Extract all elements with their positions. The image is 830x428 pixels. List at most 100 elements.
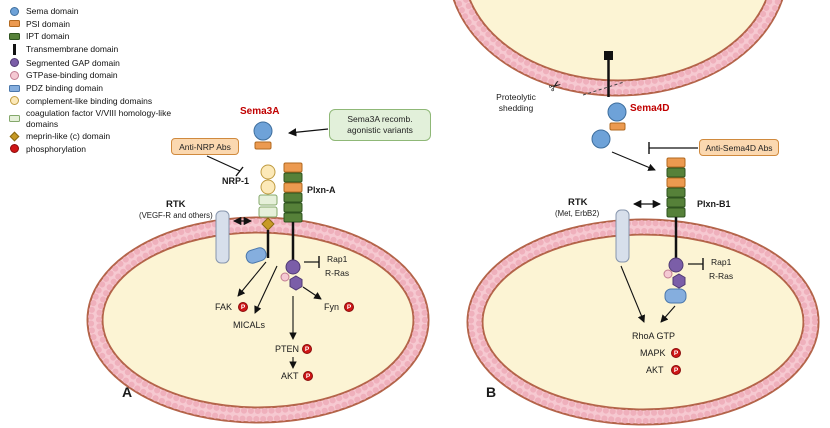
legend-label: meprin-like (c) domain bbox=[26, 131, 111, 142]
agonist-arrow bbox=[287, 128, 329, 137]
nrp1-label: NRP-1 bbox=[222, 176, 250, 186]
membrane-band bbox=[455, 0, 781, 95]
arrow-to-fyn bbox=[302, 286, 322, 300]
sema3a-label: Sema3A bbox=[240, 106, 280, 117]
akt-label-a: AKT bbox=[281, 371, 299, 381]
sema-domain-shape bbox=[607, 102, 627, 122]
gap-domain-hexagon bbox=[672, 273, 686, 289]
legend-item-psi: PSI domain bbox=[8, 19, 186, 29]
membrane-band bbox=[88, 218, 428, 422]
akt-phospho-badge-b: P bbox=[671, 365, 681, 375]
plxn-b1-receptor bbox=[663, 157, 687, 304]
plxn-a-receptor bbox=[280, 162, 303, 291]
rap1-label-a: Rap1 bbox=[327, 254, 348, 264]
plxn-to-rhoa-arrow bbox=[660, 305, 676, 323]
legend: Sema domain PSI domain IPT domain Transm… bbox=[8, 6, 186, 154]
psi-domain-shape bbox=[283, 162, 303, 173]
panel-a-label: A bbox=[122, 384, 133, 400]
psi-domain-icon bbox=[9, 20, 20, 28]
gtpase-domain-icon bbox=[10, 70, 19, 80]
membrane-band bbox=[468, 220, 818, 424]
anti-sema4d-inhibition bbox=[648, 142, 698, 154]
membrane-beads-inner bbox=[476, 228, 810, 416]
legend-label: IPT domain bbox=[26, 31, 70, 42]
cell-b-lower-membrane bbox=[466, 218, 820, 426]
rtk-a-sublabel: (VEGF-R and others) bbox=[139, 211, 213, 220]
membrane-beads-outer bbox=[454, 0, 782, 95]
ipt-domain-shape bbox=[666, 207, 686, 218]
arrow-to-micals bbox=[254, 265, 278, 314]
pdz-domain-shape-b bbox=[664, 288, 687, 304]
legend-item-gap: Segmented GAP domain bbox=[8, 58, 186, 68]
legend-item-transmembrane: Transmembrane domain bbox=[8, 44, 186, 56]
micals-label: MICALs bbox=[233, 320, 266, 330]
rtk-to-rhoa-arrow bbox=[620, 265, 646, 323]
mapk-phospho-badge: P bbox=[671, 348, 681, 358]
legend-label: Segmented GAP domain bbox=[26, 57, 120, 68]
inhibition-line bbox=[206, 155, 241, 172]
sema4d-label: Sema4D bbox=[630, 103, 670, 114]
ipt-domain-icon bbox=[9, 32, 20, 40]
nrp1-receptor bbox=[258, 164, 278, 258]
rras-label-b: R-Ras bbox=[709, 271, 734, 281]
psi-domain-shape bbox=[254, 141, 272, 150]
sema3a-ligand bbox=[253, 121, 273, 150]
legend-label: Sema domain bbox=[26, 6, 79, 16]
sema-domain-shape bbox=[591, 129, 611, 149]
ipt-domain-shape bbox=[283, 202, 303, 213]
sema4d-ligand bbox=[591, 102, 627, 149]
plxn-b1-label: Plxn-B1 bbox=[697, 199, 731, 209]
membrane-beads-outer bbox=[468, 220, 818, 424]
proteolytic-shedding-label: Proteolytic shedding bbox=[496, 92, 536, 113]
sema-domain-shape bbox=[253, 121, 273, 141]
inhibition-cap bbox=[235, 166, 244, 177]
gap-domain-hexagon bbox=[289, 275, 303, 291]
cytoplasmic-tail-shape bbox=[604, 51, 613, 60]
pdz-domain-shape-a bbox=[245, 247, 267, 264]
complement-domain-icon bbox=[10, 96, 19, 106]
ipt-domain-shape bbox=[283, 172, 303, 183]
coagulation-domain-shape bbox=[258, 194, 278, 206]
membrane-outline bbox=[452, 0, 784, 97]
legend-item-gtpase: GTPase-binding domain bbox=[8, 70, 186, 80]
rtk-a-label: RTK bbox=[166, 199, 186, 210]
ipt-domain-shape bbox=[666, 197, 686, 208]
legend-label: GTPase-binding domain bbox=[26, 70, 118, 81]
fak-phospho-badge: P bbox=[238, 302, 248, 312]
legend-item-meprin: meprin-like (c) domain bbox=[8, 131, 186, 142]
transmembrane-icon bbox=[13, 44, 16, 56]
legend-item-complement: complement-like binding domains bbox=[8, 96, 186, 106]
sema4d-to-plxnb1-arrow bbox=[611, 151, 656, 171]
coagulation-domain-icon bbox=[9, 115, 20, 122]
rras-label-a: R-Ras bbox=[325, 268, 350, 278]
legend-item-phosphorylation: phosphorylation bbox=[8, 144, 186, 154]
anti-nrp-abs-box: Anti-NRP Abs bbox=[171, 138, 239, 155]
akt-label-b: AKT bbox=[646, 365, 664, 375]
ipt-domain-shape bbox=[666, 187, 686, 198]
psi-domain-shape bbox=[609, 122, 626, 131]
complement-domain-shape bbox=[260, 164, 276, 180]
legend-label: phosphorylation bbox=[26, 143, 87, 154]
meprin-domain-icon bbox=[9, 131, 20, 142]
cell-a-membrane bbox=[86, 216, 430, 424]
psi-domain-shape bbox=[283, 182, 303, 193]
coagulation-domain-shape bbox=[258, 206, 278, 218]
complement-domain-shape bbox=[260, 179, 276, 195]
rtk-receptor-b bbox=[615, 209, 630, 263]
rhoa-gtp-label: RhoA GTP bbox=[632, 331, 676, 341]
membrane-beads-inner bbox=[462, 0, 774, 87]
ipt-domain-shape bbox=[283, 192, 303, 203]
membrane-beads-outer bbox=[88, 218, 428, 422]
ipt-domain-shape bbox=[283, 212, 303, 223]
ipt-domain-shape bbox=[666, 167, 686, 178]
gtpase-domain-shape bbox=[280, 272, 290, 282]
gtpase-domain-shape bbox=[663, 269, 673, 279]
legend-item-coagulation: coagulation factor V/VIII homology-like … bbox=[8, 108, 186, 129]
gap-domain-icon bbox=[10, 58, 19, 68]
legend-item-ipt: IPT domain bbox=[8, 31, 186, 41]
plxn-a-label: Plxn-A bbox=[307, 185, 336, 195]
rtk-receptor-a bbox=[215, 210, 230, 264]
rtk-b-label: RTK bbox=[568, 197, 588, 208]
